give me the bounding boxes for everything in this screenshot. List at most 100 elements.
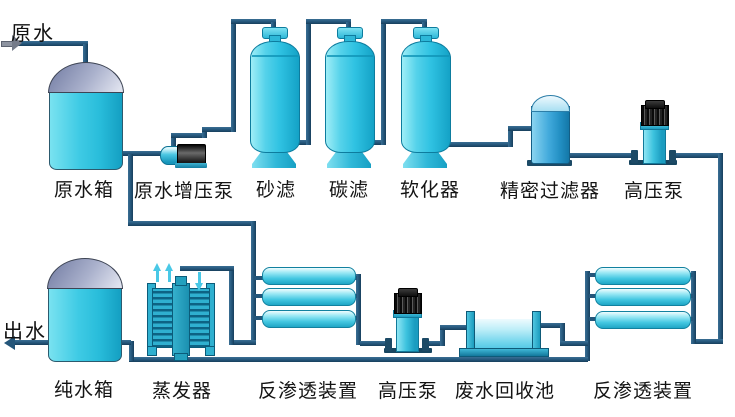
label-raw-water: 原水 (11, 23, 55, 45)
pipe-top-carbon (306, 19, 351, 24)
sand-filter-tank (250, 41, 300, 153)
raw-water-tank (49, 86, 123, 170)
outlet-arrow-icon (4, 336, 15, 350)
hp-pump-bottom-cap (398, 288, 418, 297)
ro-right-vessel-2 (595, 288, 691, 306)
pipe-right-down (718, 153, 723, 343)
pipe-raw-inlet-drop (83, 44, 88, 66)
pure-water-tank-dome (47, 258, 123, 289)
pipe-evap-elbow (229, 340, 256, 345)
pipe-booster-out-2 (171, 133, 207, 138)
pipe-raw-inlet-h (14, 41, 88, 46)
ro-right-vessel-1 (595, 267, 691, 285)
pipe-riser-softener (381, 19, 386, 145)
waste-pool-base (459, 348, 549, 357)
evaporator-core (172, 283, 190, 356)
pipe-booster-out-1 (171, 135, 176, 149)
pipe-stub (589, 294, 597, 298)
pipe-top-softener (381, 19, 427, 24)
ro-left-vessel-1 (262, 267, 356, 285)
pipe-return-h (128, 221, 256, 226)
precision-filter-body (531, 106, 570, 164)
pipe-hp2-out (426, 341, 444, 346)
softener-skirt (403, 148, 447, 168)
pipe-top-sand (231, 19, 276, 24)
hp-pump-top-cap (645, 100, 665, 109)
pipe-ro2-right-manifold (691, 271, 696, 344)
booster-pump-base (175, 163, 207, 168)
hp-pump-top-flange-left (631, 150, 638, 163)
pipe-pool-out-step (560, 323, 565, 345)
pipe-ro1-right-manifold (356, 274, 361, 345)
label-raw-tank: 原水箱 (53, 180, 115, 201)
label-out-water: 出水 (3, 321, 47, 343)
pure-water-tank (48, 285, 122, 362)
pipe-stub (254, 294, 264, 298)
pipe-pool-junction (560, 341, 588, 346)
steam-up-arrow-icon (153, 263, 162, 282)
pipe-outlet (12, 340, 50, 345)
pipe-stub (254, 276, 264, 280)
hp-pump-top-flange-right (669, 150, 676, 163)
label-pure-tank: 纯水箱 (53, 380, 115, 401)
pipe-stub (254, 316, 264, 320)
label-hp-pump-top: 高压泵 (623, 181, 685, 202)
ro-left-vessel-3 (262, 310, 356, 328)
pipe-puretank-step (129, 341, 134, 361)
label-hp-pump-bottom: 高压泵 (377, 381, 439, 402)
pipe-rawtank-to-booster (119, 151, 165, 156)
evaporator-panel-right (187, 288, 210, 348)
waste-pool-wall-left (466, 311, 475, 353)
steam-up-arrow-icon (165, 263, 174, 282)
label-ro-right: 反渗透装置 (592, 381, 694, 402)
raw-water-tank-dome (48, 62, 124, 93)
waste-pool-wall-right (532, 311, 541, 353)
pipe-pool-in (440, 325, 470, 330)
pipe-riser-sand (231, 19, 236, 132)
pipe-sand-out (296, 140, 310, 145)
evaporator-foot-right (205, 346, 215, 356)
hp-pump-bottom-body (396, 314, 419, 352)
ro-left-vessel-2 (262, 288, 356, 306)
label-booster-pump: 原水增压泵 (133, 181, 235, 202)
label-waste-pool: 废水回收池 (454, 381, 556, 402)
evaporator-tab (174, 353, 188, 361)
feed-down-arrow-icon (195, 272, 204, 291)
pipe-carbon-out (371, 140, 385, 145)
sand-filter-skirt (252, 148, 296, 168)
pipe-filter-in (508, 126, 534, 131)
pipe-booster-out-4 (202, 127, 236, 132)
pipe-ro2-feed (694, 339, 723, 344)
pipe-ro2-left-manifold (585, 271, 590, 361)
carbon-filter-tank (325, 41, 375, 153)
pipe-puretank-in (116, 340, 131, 345)
pipe-stub (589, 317, 597, 321)
label-precision-filter: 精密过滤器 (499, 181, 601, 202)
pipe-bottom-main (129, 357, 588, 362)
label-carbon-filter: 碳滤 (328, 180, 370, 201)
pipe-softener-out (448, 142, 512, 147)
carbon-filter-skirt (327, 148, 371, 168)
pipe-pool-out (538, 323, 565, 328)
pipe-ro1-to-hp2 (360, 341, 388, 346)
precision-filter-dome (531, 95, 570, 112)
pipe-stub (589, 273, 597, 277)
pipe-evap-feed (180, 266, 234, 271)
hp-pump-bottom-flange-right (422, 338, 429, 351)
evaporator-foot-left (147, 346, 157, 356)
label-evaporator: 蒸发器 (151, 381, 213, 402)
evaporator-cap (175, 276, 187, 286)
ro-right-vessel-3 (595, 311, 691, 329)
pipe-evap-riser (229, 266, 234, 345)
pipe-filter-out (565, 153, 633, 158)
pipe-booster-out-3 (202, 127, 207, 138)
waste-pool-water (473, 319, 532, 349)
label-sand-filter: 砂滤 (255, 180, 297, 201)
pipe-return-tee-v (128, 154, 133, 226)
pipe-ro1-left-manifold (251, 221, 256, 345)
pipe-filter-step (508, 128, 513, 147)
label-softener: 软化器 (399, 180, 461, 201)
softener-tank (401, 41, 451, 153)
label-ro-left: 反渗透装置 (257, 381, 359, 402)
